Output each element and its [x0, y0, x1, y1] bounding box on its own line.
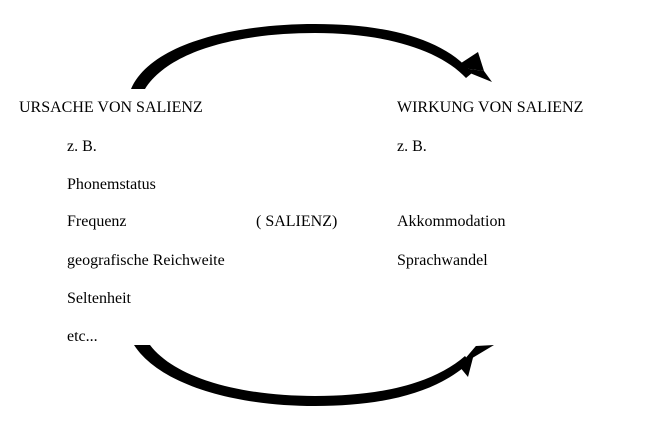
top-curved-arrow	[131, 24, 492, 89]
cause-item-frequenz: Frequenz	[67, 213, 127, 230]
bottom-arrowhead-tail	[459, 346, 476, 377]
cause-item-phonemstatus: Phonemstatus	[67, 176, 156, 193]
cause-item-etc: etc...	[67, 328, 98, 345]
effect-item-sprachwandel: Sprachwandel	[397, 252, 488, 269]
cause-item-seltenheit: Seltenheit	[67, 290, 131, 307]
cause-example-prefix: z. B.	[67, 138, 97, 155]
bottom-arc-body	[134, 345, 470, 406]
top-arrowhead-tail	[455, 52, 484, 71]
top-arrowhead	[455, 67, 492, 82]
bottom-curved-arrow	[134, 345, 494, 406]
effect-item-akkommodation: Akkommodation	[397, 213, 506, 230]
top-arc-body	[131, 24, 472, 89]
cause-item-reichweite: geografische Reichweite	[67, 252, 225, 269]
cause-heading: URSACHE VON SALIENZ	[19, 99, 203, 116]
effect-heading: WIRKUNG VON SALIENZ	[397, 99, 584, 116]
center-salienz-label: ( SALIENZ)	[256, 213, 338, 230]
effect-example-prefix: z. B.	[397, 138, 427, 155]
